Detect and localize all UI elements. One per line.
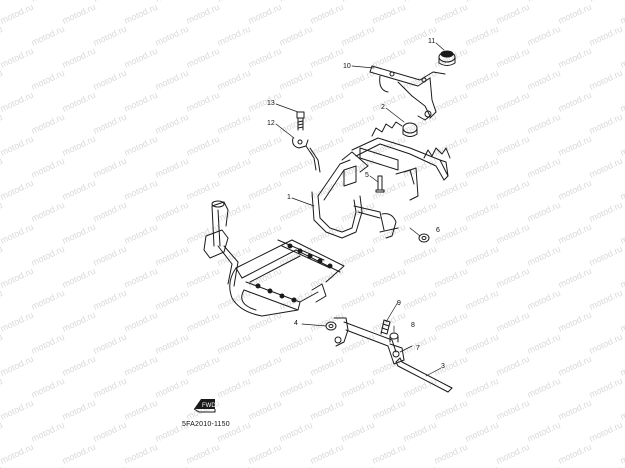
- callout-labels: 11 10 2 13 12 5 1 6 9 4 8 7 3: [267, 38, 445, 370]
- callout-7: 7: [416, 345, 420, 352]
- part-5-fastener: [375, 175, 385, 193]
- part-12-clamp: [292, 137, 321, 173]
- callout-6: 6: [436, 227, 440, 234]
- callout-10: 10: [343, 63, 351, 70]
- part-13-bolt: [296, 111, 305, 131]
- callout-5: 5: [365, 172, 369, 179]
- callout-1: 1: [287, 194, 291, 201]
- callout-2: 2: [381, 104, 385, 111]
- part-9-spring: [380, 319, 391, 335]
- callout-8: 8: [411, 322, 415, 329]
- part-11-grommet: [438, 50, 456, 66]
- part-2-damper: [402, 122, 418, 137]
- callout-12: 12: [267, 120, 275, 127]
- forward-label: FWD: [202, 403, 216, 409]
- forward-arrow-icon: FWD: [193, 399, 216, 413]
- leader-lines: [275, 42, 445, 377]
- callout-11: 11: [428, 38, 435, 45]
- callout-4: 4: [294, 320, 298, 327]
- part-1-main-frame: [203, 121, 451, 317]
- part-4-nut: [325, 321, 337, 331]
- callout-9: 9: [397, 300, 401, 307]
- diagram-code: 5FA2010-1150: [182, 421, 230, 428]
- part-3-long-bolt: [395, 357, 453, 393]
- engine-mount-link: [333, 317, 405, 365]
- part-10-bracket: [369, 65, 446, 121]
- part-6-nut: [418, 233, 430, 243]
- callout-13: 13: [267, 100, 275, 107]
- part-8-collar: [389, 332, 399, 343]
- callout-3: 3: [441, 363, 445, 370]
